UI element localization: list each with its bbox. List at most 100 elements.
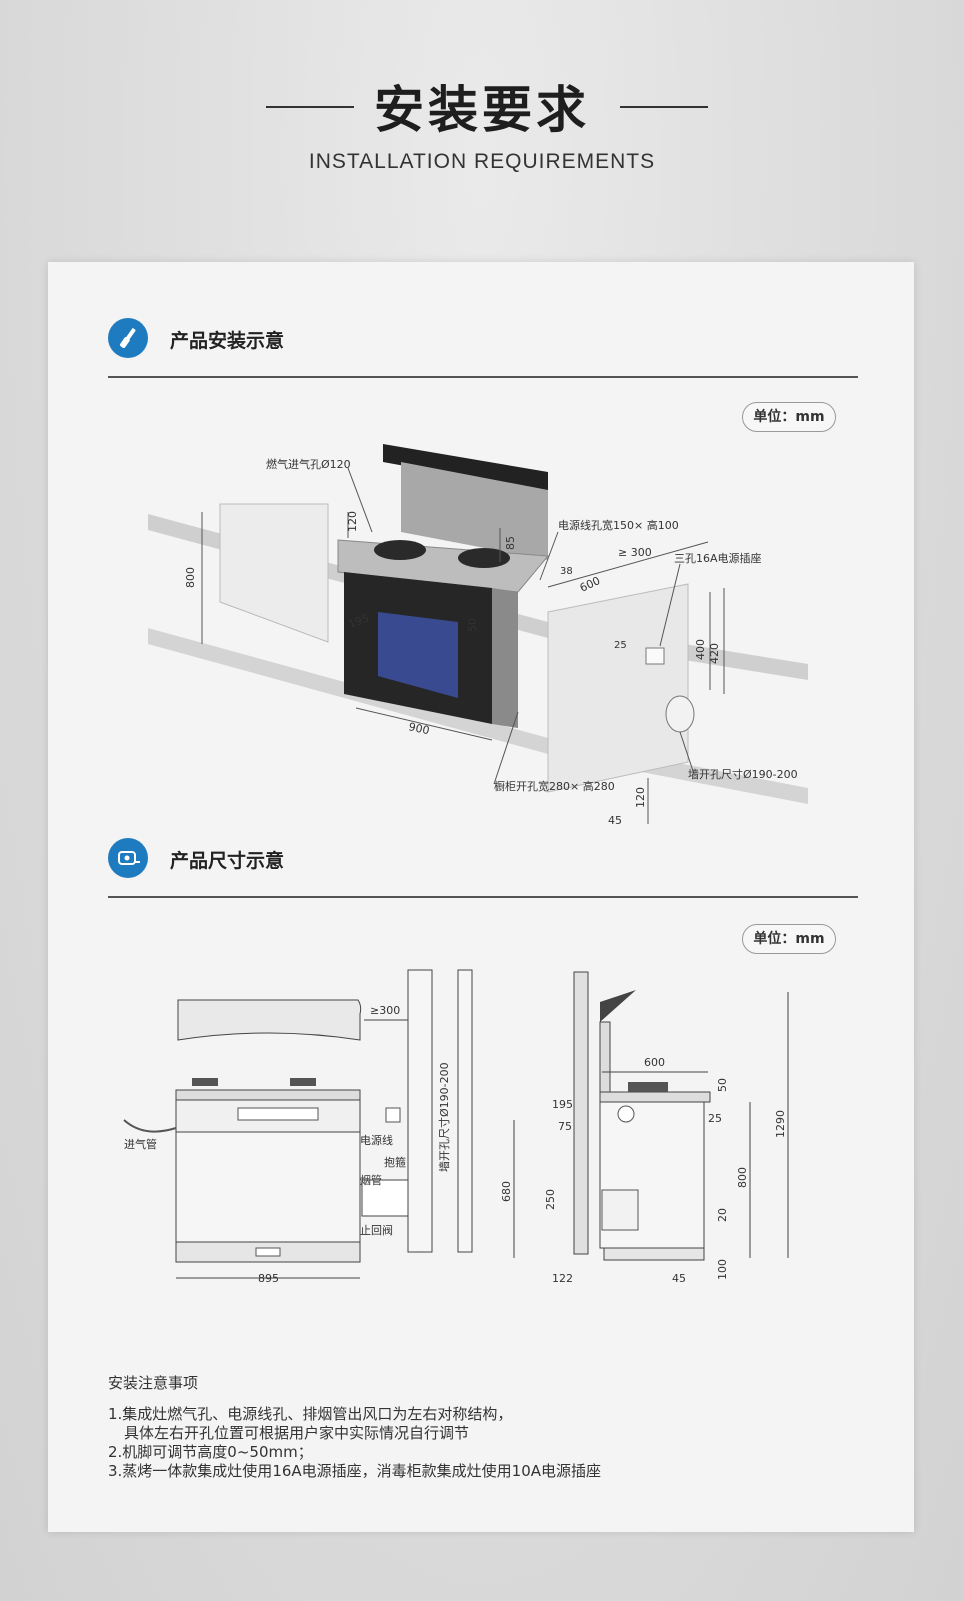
- content-card: 产品安装示意 单位：mm: [48, 262, 914, 1532]
- side-dim-800: 800: [736, 1167, 749, 1188]
- side-flue-icon: [601, 1189, 639, 1231]
- dim-900-line: [355, 707, 493, 741]
- side-hood-back: [599, 1021, 611, 1093]
- dim-600-line: [547, 541, 709, 588]
- label-check-valve: 止回阀: [360, 1223, 393, 1237]
- unit-badge-size: 单位：mm: [742, 924, 836, 954]
- side-dim-250: 250: [544, 1189, 557, 1210]
- burner-right-icon: [458, 548, 510, 568]
- dim-800: 800: [184, 567, 197, 588]
- leader-power: [539, 531, 559, 581]
- oven-side: [492, 588, 518, 728]
- side-dim-122: 122: [552, 1272, 573, 1285]
- section-size-header: 产品尺寸示意: [108, 838, 858, 878]
- page-title: 安装要求: [374, 81, 590, 139]
- front-hood: [177, 999, 362, 1041]
- label-flue: 烟管: [360, 1173, 382, 1187]
- dim-400: 400: [694, 639, 707, 660]
- dim-420: 420: [708, 643, 721, 664]
- dim-120a: 120: [346, 511, 359, 532]
- note-3: 3.蒸烤一体款集成灶使用16A电源插座，消毒柜款集成灶使用10A电源插座: [108, 1462, 602, 1480]
- front-body: [175, 1131, 361, 1243]
- side-burner-icon: [628, 1082, 668, 1092]
- unit-badge-install: 单位：mm: [742, 402, 836, 432]
- size-diagram: 895 进气管 ≥300 电源线 抱箍 烟管 止回阀 墙开孔尺寸Ø190-200: [48, 962, 914, 1302]
- front-burner-left-icon: [192, 1078, 218, 1086]
- front-cooktop: [175, 1089, 361, 1101]
- tape-measure-icon: [108, 838, 148, 878]
- side-wall: [573, 971, 589, 1255]
- side-dim-195: 195: [552, 1098, 573, 1111]
- label-gas-pipe: 进气管: [124, 1137, 157, 1151]
- install-diagram-svg: 燃气进气孔Ø120 电源线孔宽150× 高100 三孔16A电源插座 墙开孔尺寸…: [148, 444, 808, 827]
- size-diagram-svg: 895 进气管 ≥300 电源线 抱箍 烟管 止回阀 墙开孔尺寸Ø190-200: [123, 969, 789, 1285]
- leader-gas: [347, 467, 373, 533]
- leader-wallhole: [679, 731, 695, 775]
- label-power-hole: 电源线孔宽150× 高100: [558, 518, 679, 532]
- dim-38: 38: [560, 566, 573, 577]
- hood-top: [383, 444, 548, 492]
- label-socket: 三孔16A电源插座: [674, 551, 762, 565]
- front-dim-895: 895: [258, 1272, 279, 1285]
- dim-50: 50: [466, 618, 479, 632]
- left-cabinet: [219, 503, 329, 643]
- note-1: 1.集成灶燃气孔、电源线孔、排烟管出风口为左右对称结构，: [108, 1405, 513, 1423]
- label-wall-hole: 墙开孔尺寸Ø190-200: [688, 767, 798, 781]
- brick-wall-right: [457, 969, 473, 1253]
- side-dim-45: 45: [672, 1272, 686, 1285]
- side-dim-50: 50: [716, 1078, 729, 1092]
- leader-socket: [659, 563, 681, 647]
- side-dim-100: 100: [716, 1259, 729, 1280]
- dim-45: 45: [608, 814, 622, 827]
- socket-icon: [645, 647, 665, 665]
- dim-120b: 120: [634, 787, 647, 808]
- dim-25: 25: [614, 640, 627, 651]
- leader-cabinet: [493, 711, 519, 785]
- label-wall-hole-v: 墙开孔尺寸Ø190-200: [437, 1062, 451, 1172]
- right-cabinet: [547, 583, 689, 793]
- front-burner-right-icon: [290, 1078, 316, 1086]
- side-plinth: [603, 1247, 705, 1261]
- side-dim-600: 600: [644, 1056, 665, 1069]
- side-dim-20: 20: [716, 1208, 729, 1222]
- hood-panel: [401, 462, 548, 560]
- front-vent: [255, 1247, 281, 1257]
- front-panel: [175, 1099, 361, 1133]
- dim-300: ≥ 300: [618, 546, 652, 559]
- section-install-rule: [108, 376, 858, 378]
- screwdriver-icon: [108, 318, 148, 358]
- dim-900: 900: [407, 720, 430, 737]
- side-dim-25: 25: [708, 1112, 722, 1125]
- page-header: 安装要求 INSTALLATION REQUIREMENTS: [0, 0, 964, 250]
- label-gas-inlet: 燃气进气孔Ø120: [266, 457, 351, 471]
- side-cooktop: [599, 1091, 711, 1103]
- oven-window: [378, 612, 458, 698]
- section-install-header: 产品安装示意: [108, 318, 858, 358]
- wall-hole-icon: [665, 695, 695, 733]
- side-dim-75: 75: [558, 1120, 572, 1133]
- side-gas-hole-icon: [617, 1105, 635, 1123]
- dim-300-size: ≥300: [370, 1004, 400, 1017]
- power-socket-icon: [385, 1107, 401, 1123]
- note-2: 2.机脚可调节高度0~50mm；: [108, 1443, 313, 1461]
- gas-pipe-line: [123, 1119, 177, 1133]
- side-dim-1290: 1290: [774, 1110, 787, 1138]
- install-notes: 安装注意事项 1.集成灶燃气孔、电源线孔、排烟管出风口为左右对称结构， 具体左右…: [108, 1372, 868, 1481]
- label-power-line: 电源线: [360, 1133, 393, 1147]
- label-hoop: 抱箍: [384, 1155, 406, 1169]
- front-display: [237, 1107, 319, 1121]
- side-hood-top: [600, 990, 636, 1022]
- section-size-rule: [108, 896, 858, 898]
- title-rule-left: [266, 106, 354, 108]
- flue-pipe: [361, 1179, 409, 1217]
- side-dim-680: 680: [500, 1181, 513, 1202]
- notes-title: 安装注意事项: [108, 1374, 199, 1392]
- brick-wall-left: [407, 969, 433, 1253]
- burner-left-icon: [374, 540, 426, 560]
- section-install-title: 产品安装示意: [170, 330, 285, 352]
- page-subtitle: INSTALLATION REQUIREMENTS: [308, 150, 656, 173]
- dim-85: 85: [504, 536, 517, 550]
- label-cabinet-hole: 橱柜开孔宽280× 高280: [494, 779, 615, 793]
- note-1b: 具体左右开孔位置可根据用户家中实际情况自行调节: [124, 1424, 470, 1442]
- install-diagram: 燃气进气孔Ø120 电源线孔宽150× 高100 三孔16A电源插座 墙开孔尺寸…: [48, 432, 914, 832]
